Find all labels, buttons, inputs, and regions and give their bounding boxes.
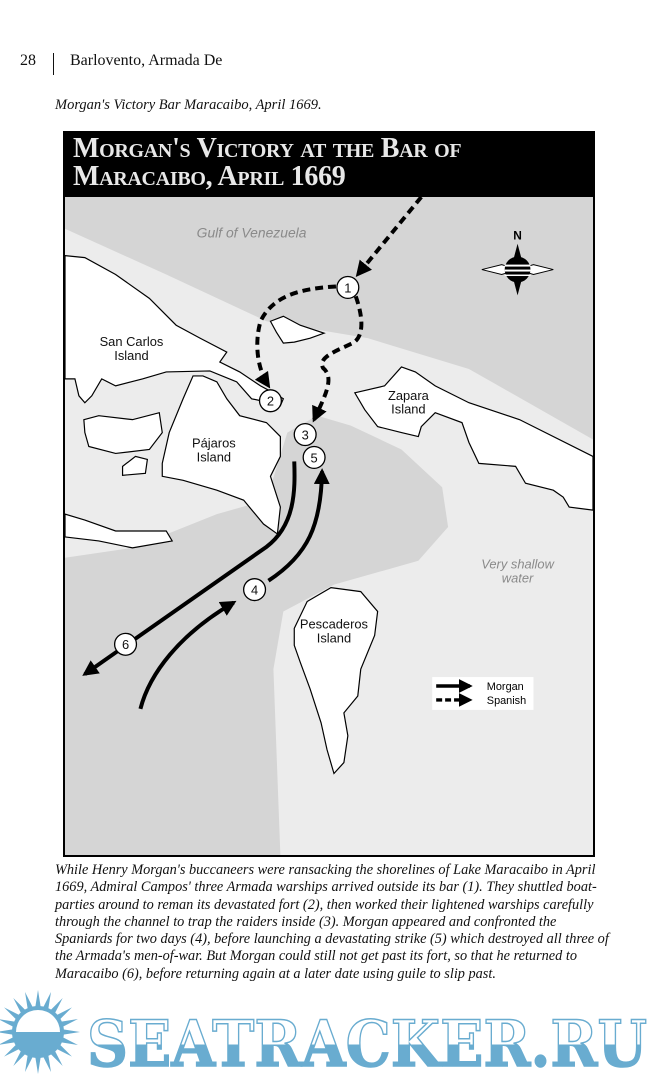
channel-water [65,415,449,855]
marker-5: 5 [302,445,326,469]
figure-caption: Morgan's Victory Bar Maracaibo, April 16… [55,97,322,113]
sun-ray [35,990,41,1009]
small-island [83,411,163,455]
sun-ray [55,1007,72,1021]
sun-ray [25,1053,34,1072]
san-carlos-label: San Carlos [100,334,164,349]
small-island [121,455,149,476]
sun-ray [49,1049,63,1066]
zapara-island [353,366,593,511]
svg-text:6: 6 [122,637,129,652]
compass-rose-icon: N [481,229,554,296]
sun-ray [35,1055,41,1074]
sun-ray [0,1019,17,1028]
pescaderos-label-2: Island [317,630,351,645]
shallow-label: Very shallow [481,557,555,572]
pajaros-label-2: Island [197,449,231,464]
sun-ray [0,1036,17,1045]
fort-islet [269,315,326,344]
pajaros-island [161,375,281,536]
legend-morgan-label: Morgan [487,681,524,693]
sun-ray [55,1043,72,1057]
spanish-route-approach [355,197,423,277]
legend: Morgan Spanish [432,677,534,710]
watermark-text: SEATRACKER.RU [87,1007,647,1082]
running-title: Barlovento, Armada De [70,52,223,69]
shallow-label-2: water [502,571,534,586]
map-description: While Henry Morgan's buccaneers were ran… [55,862,609,982]
spanish-route-channel [312,295,364,423]
marker-4: 4 [243,578,267,602]
morgan-route-strike [267,468,330,583]
header-divider [53,53,54,75]
sun-ray [4,1007,21,1021]
sun-ray [59,1019,78,1028]
sun-ray [59,1036,78,1045]
sun-ray [0,1029,15,1035]
small-island [65,513,174,549]
marker-1: 1 [336,275,360,300]
watermark: SEATRACKER.RU [0,990,658,1086]
svg-text:2: 2 [267,394,274,409]
marker-2: 2 [258,389,283,413]
sun-ray [42,992,51,1011]
map-title-line1: Morgan's Victory at the Bar of [73,133,462,164]
svg-text:3: 3 [302,428,309,443]
morgan-route-approach [138,600,237,710]
morgan-route-retreat [82,461,297,676]
page-number: 28 [20,52,36,69]
svg-text:1: 1 [344,280,351,295]
marker-3: 3 [293,422,317,447]
pescaderos-island [293,587,379,775]
sun-ray [4,1043,21,1057]
zapara-label: Zapara [388,388,430,403]
svg-text:N: N [513,229,522,243]
spanish-route-fort [254,284,337,389]
svg-text:4: 4 [251,583,258,598]
sun-ray [13,998,27,1015]
marker-6: 6 [113,632,138,656]
sun-ray [49,998,63,1015]
gulf-label: Gulf of Venezuela [197,225,307,241]
map-title: Morgan's Victory at the Bar of Maracaibo… [63,131,595,195]
sun-ray [13,1049,27,1066]
sun-logo-icon [0,990,80,1074]
san-carlos-label-2: Island [114,348,148,363]
svg-text:5: 5 [311,450,318,465]
map-title-line2: Maracaibo, April 1669 [73,161,346,192]
legend-spanish-label: Spanish [487,695,526,707]
sun-ray [25,992,34,1011]
sun-ray [42,1053,51,1072]
pescaderos-label: Pescaderos [300,616,368,631]
pajaros-label: Pájaros [192,435,236,450]
gulf-water [65,197,593,440]
zapara-label-2: Island [391,402,425,417]
sun-ray [61,1029,80,1035]
map: 1 2 3 4 5 6 Gulf of Venezuela San Carlos… [63,195,595,857]
